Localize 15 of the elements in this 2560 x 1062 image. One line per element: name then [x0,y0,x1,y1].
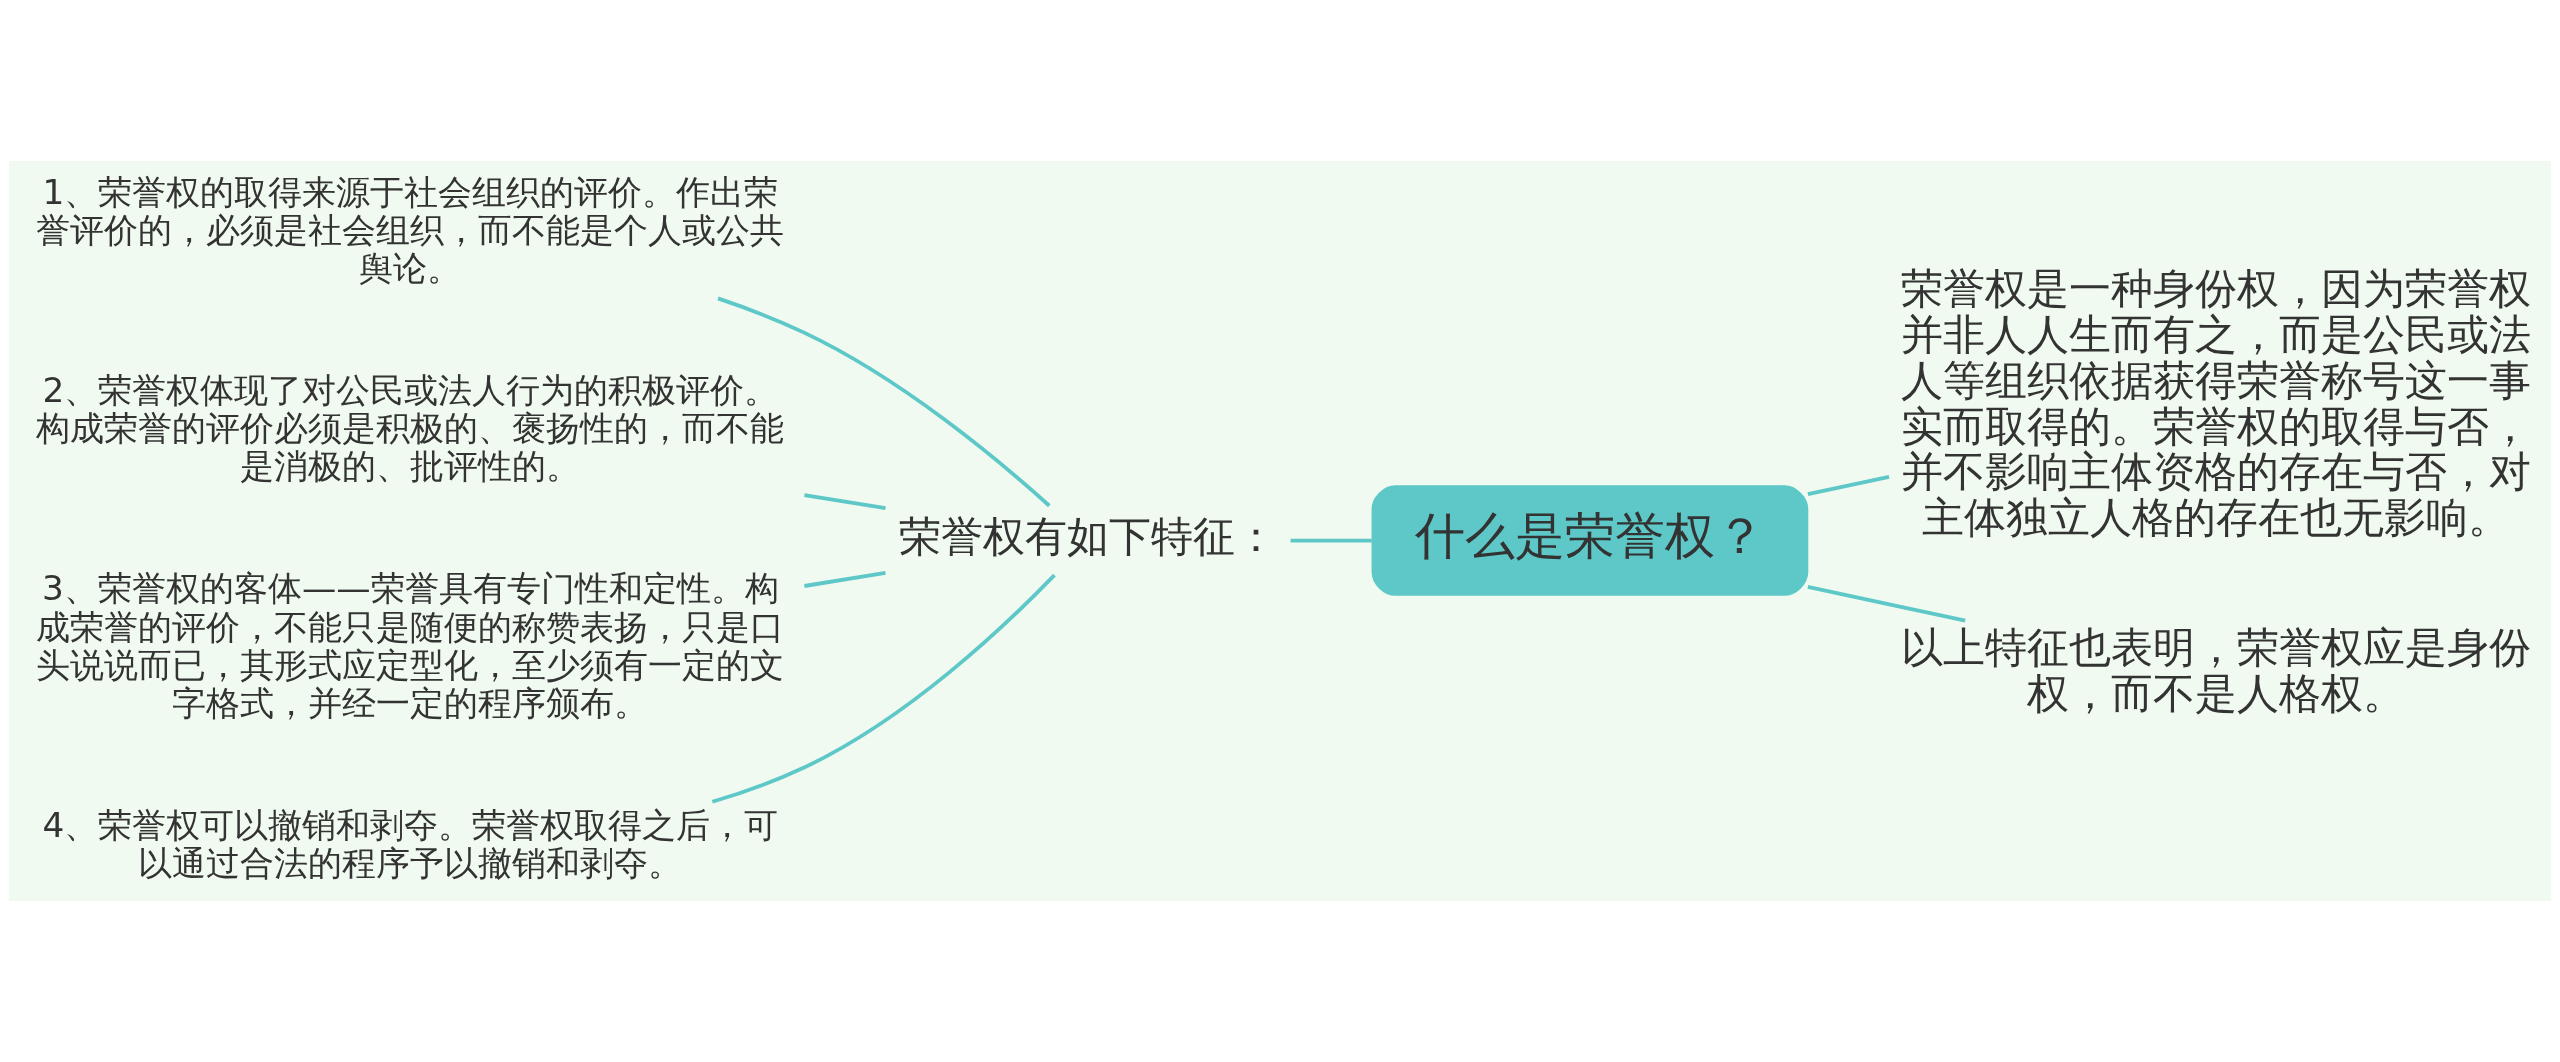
node-text: 4、荣誉权可以撤销和剥夺。荣誉权取得之后，可以通过合法的程序予以撤销和剥夺。 [42,804,779,884]
connector [711,573,1056,804]
node-text: 3、荣誉权的客体——荣誉具有专门性和定性。构成荣誉的评价，不能只是随便的称赞表扬，只是口头说说而已，其形式应定型化，至少须有一定的文字格式，并经一定的程序颁布。 [36,568,785,723]
node-text: 以上特征也表明，荣誉权应是身份权，而不是人格权。 [1901,622,2532,718]
connector [1807,585,1966,623]
node-text: 荣誉权是一种身份权，因为荣誉权并非人人生而有之，而是公民或法人等组织依据获得荣誉称号这一事实而取得的。荣誉权的取得与否，并不影响主体资格的存在与否，对主体独立人格的存在也无影响。 [1901,264,2532,543]
node-text: 荣誉权有如下特征： [899,512,1278,562]
node-box: 什么是荣誉权？ [1371,485,1809,596]
connector [717,296,1051,508]
connector [804,571,886,588]
connector [804,493,886,510]
connector [1807,474,1890,497]
node-text: 2、荣誉权体现了对公民或法人行为的积极评价。构成荣誉的评价必须是积极的、褒扬性的，而不能是消极的、批评性的。 [36,370,785,487]
node-text: 1、荣誉权的取得来源于社会组织的评价。作出荣誉评价的，必须是社会组织，而不能是个人或公共舆论。 [36,171,785,289]
connector [1290,538,1372,543]
